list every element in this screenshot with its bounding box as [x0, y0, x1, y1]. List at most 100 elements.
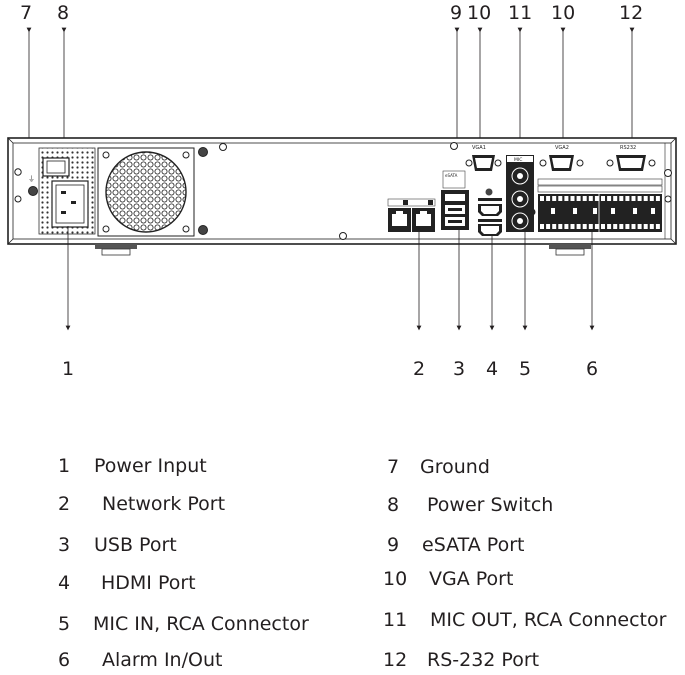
terminal-pin-bottom	[637, 224, 642, 229]
terminal-pin-bottom	[552, 224, 557, 229]
terminal-latch	[551, 208, 555, 214]
terminal-pin-bottom	[546, 224, 551, 229]
legend-item-5: 5 MIC IN, RCA Connector	[58, 613, 309, 635]
terminal-pin-top	[649, 196, 654, 201]
esata-label: eSATA	[445, 173, 458, 178]
legend-text: MIC IN, RCA Connector	[93, 613, 309, 635]
terminal-pin-top	[582, 196, 587, 201]
hdmi-ports	[478, 188, 502, 236]
terminal-latch	[593, 208, 597, 214]
terminal-pin-bottom	[588, 224, 593, 229]
terminal-pin-top	[576, 196, 581, 201]
vga2-port-icon: VGA2	[539, 145, 584, 171]
terminal-latch	[633, 208, 637, 214]
terminal-pin-top	[643, 196, 648, 201]
legend-text: VGA Port	[429, 568, 514, 590]
foot-left	[95, 244, 137, 249]
vga1-label: VGA1	[472, 145, 486, 151]
alarm-terminal-block	[537, 178, 663, 232]
legend-item-10: 10 VGA Port	[383, 568, 513, 590]
legend-num: 10	[383, 568, 408, 590]
legend-num: 8	[387, 494, 400, 516]
callout-8: 8	[57, 2, 70, 24]
legend-text: Network Port	[102, 493, 226, 515]
legend-text: eSATA Port	[422, 534, 525, 556]
terminal-pin-bottom	[570, 224, 575, 229]
rs232-port-icon: RS232	[606, 145, 656, 171]
alarm-terminal-pins	[540, 196, 660, 229]
terminal-pin-bottom	[540, 224, 544, 229]
terminal-pin-top	[637, 196, 642, 201]
legend-num: 3	[58, 534, 71, 556]
terminal-pin-bottom	[619, 224, 624, 229]
callout-7: 7	[20, 2, 33, 24]
terminal-pin-top	[619, 196, 624, 201]
terminal-pin-bottom	[643, 224, 648, 229]
terminal-pin-bottom	[564, 224, 569, 229]
callout-10b: 10	[551, 2, 576, 24]
legend-num: 2	[58, 493, 71, 515]
ground-symbol-icon: ⏚	[28, 175, 35, 183]
fan-icon	[97, 147, 195, 237]
terminal-pin-bottom	[631, 224, 636, 229]
callout-6: 6	[586, 358, 599, 380]
legend-item-2: 2 Network Port	[58, 493, 225, 515]
terminal-pin-top	[631, 196, 636, 201]
terminal-pin-top	[625, 196, 630, 201]
legend-text: Ground	[420, 456, 490, 478]
terminal-latch	[573, 208, 577, 214]
legend-text: USB Port	[94, 534, 177, 556]
terminal-pin-bottom	[613, 224, 618, 229]
terminal-pin-bottom	[655, 224, 660, 229]
legend-num: 7	[387, 456, 400, 478]
terminal-latch	[611, 208, 615, 214]
legend-num: 11	[383, 609, 408, 631]
bottom-leader-lines	[65, 226, 595, 331]
terminal-pin-top	[601, 196, 605, 201]
terminal-pin-top	[594, 196, 599, 201]
legend-num: 5	[58, 613, 71, 635]
legend-text: MIC OUT, RCA Connector	[430, 609, 667, 631]
callout-1: 1	[62, 358, 75, 380]
legend-text: Alarm In/Out	[102, 649, 223, 671]
callout-3: 3	[453, 358, 466, 380]
terminal-pin-bottom	[558, 224, 563, 229]
legend-item-11: 11 MIC OUT, RCA Connector	[383, 609, 666, 631]
terminal-pin-top	[540, 196, 544, 201]
terminal-pin-top	[564, 196, 569, 201]
mic-block: MIC	[506, 155, 536, 232]
callout-2: 2	[413, 358, 426, 380]
terminal-pin-top	[607, 196, 612, 201]
foot-right	[549, 244, 591, 249]
terminal-pin-bottom	[582, 224, 587, 229]
terminal-pin-bottom	[594, 224, 599, 229]
terminal-latch	[651, 208, 655, 214]
legend-num: 9	[387, 534, 400, 556]
terminal-pin-top	[546, 196, 551, 201]
callout-10a: 10	[467, 2, 492, 24]
power-supply: ⏚	[28, 147, 96, 235]
vga2-label: VGA2	[555, 145, 569, 151]
callout-4: 4	[486, 358, 499, 380]
legend-text: Power Switch	[427, 494, 554, 516]
terminal-pin-bottom	[601, 224, 605, 229]
network-ports	[387, 198, 436, 232]
terminal-pin-bottom	[576, 224, 581, 229]
screw-icons	[14, 142, 672, 240]
legend-num: 12	[383, 649, 408, 671]
terminal-pin-top	[558, 196, 563, 201]
callout-5: 5	[519, 358, 532, 380]
terminal-pin-top	[613, 196, 618, 201]
rs232-label: RS232	[620, 145, 636, 151]
terminal-pin-top	[655, 196, 660, 201]
terminal-pin-bottom	[607, 224, 612, 229]
legend-text: HDMI Port	[101, 572, 196, 594]
legend-item-8: 8 Power Switch	[387, 494, 553, 516]
legend-text: Power Input	[94, 455, 207, 477]
legend-num: 6	[58, 649, 71, 671]
legend-item-9: 9 eSATA Port	[387, 534, 524, 556]
vga1-port-icon: VGA1	[465, 145, 502, 171]
